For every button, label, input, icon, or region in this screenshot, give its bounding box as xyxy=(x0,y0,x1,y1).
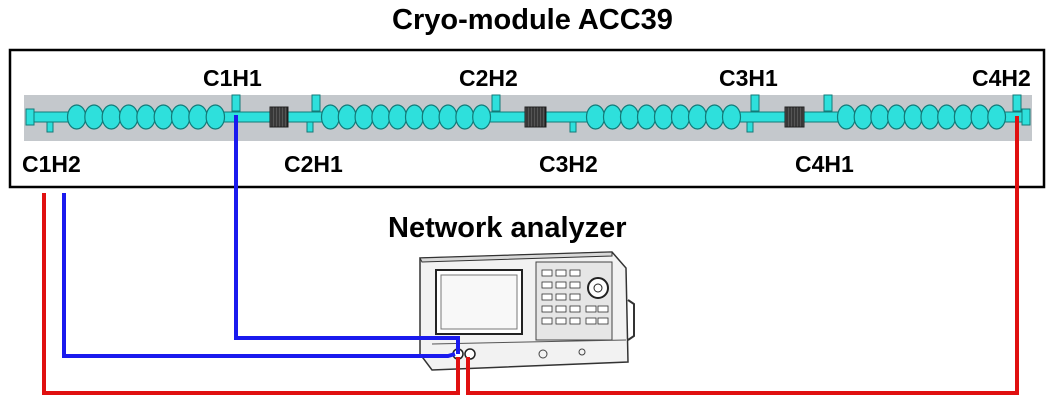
cavity-cell xyxy=(853,104,873,130)
cavity-cell xyxy=(970,104,990,130)
cavity-cell xyxy=(153,104,174,130)
cavity-cell xyxy=(870,104,890,130)
port-label-c4h2: C4H2 xyxy=(972,65,1031,91)
hom-stub xyxy=(491,94,501,112)
hom-stub xyxy=(46,121,54,133)
cavity-cell xyxy=(472,104,492,130)
cavity-cell xyxy=(170,104,191,130)
cavity-cell xyxy=(404,104,424,130)
cavity-cell xyxy=(337,104,357,130)
bellows xyxy=(784,106,805,128)
network-analyzer-icon xyxy=(419,251,635,371)
cavity-cell xyxy=(670,104,691,130)
port-label-c1h1: C1H1 xyxy=(203,65,262,91)
cavity-cell xyxy=(101,104,122,130)
cavity-cell xyxy=(118,104,139,130)
end-cap xyxy=(1021,108,1031,126)
cavity-cell xyxy=(721,104,742,130)
cavity-cell xyxy=(602,104,623,130)
cavity-cell xyxy=(636,104,657,130)
cavity-cell xyxy=(188,104,208,130)
analyzer-title: Network analyzer xyxy=(388,212,627,244)
cavity-cell xyxy=(136,104,156,130)
red-cable-c4h2 xyxy=(466,116,1019,395)
cavity-cell xyxy=(205,104,226,130)
cavity-cell xyxy=(887,104,906,130)
cavity-cell xyxy=(953,104,973,130)
bellows xyxy=(269,106,289,128)
cavity-cell xyxy=(704,104,725,130)
cavity-cell xyxy=(371,104,391,130)
cavity-cell xyxy=(836,104,856,130)
port-label-c3h2: C3H2 xyxy=(539,151,598,177)
hom-stub xyxy=(311,94,321,112)
cavity-cell xyxy=(455,104,475,130)
cavity-cell xyxy=(937,104,957,130)
cavity-cell xyxy=(920,104,940,130)
cavity-cell xyxy=(585,104,606,130)
port-label-c2h2: C2H2 xyxy=(459,65,518,91)
cavity-cell xyxy=(66,104,87,130)
cavity-cell xyxy=(388,104,408,130)
hom-stub xyxy=(306,121,314,133)
hom-stub xyxy=(750,94,760,112)
blue-cable-c1h2 xyxy=(62,193,456,358)
red-cable-c1h2 xyxy=(42,193,460,395)
cavity-cell xyxy=(687,104,708,130)
cavity-cell xyxy=(438,104,458,130)
end-cap xyxy=(25,108,35,126)
port-label-c4h1: C4H1 xyxy=(795,151,854,177)
cavity-cell xyxy=(320,104,340,130)
cavity-cell xyxy=(903,104,923,130)
hom-stub xyxy=(569,121,577,133)
cavity-cell xyxy=(619,104,640,130)
port-label-c2h1: C2H1 xyxy=(284,151,343,177)
cavity-cell xyxy=(354,104,374,130)
port-label-c3h1: C3H1 xyxy=(719,65,778,91)
hom-stub xyxy=(746,121,754,133)
diagram-title: Cryo-module ACC39 xyxy=(392,4,673,36)
hom-stub xyxy=(1012,94,1022,112)
cavity-cell xyxy=(84,104,104,130)
cavity-cell xyxy=(653,104,674,130)
port-label-c1h2: C1H2 xyxy=(22,151,81,177)
hom-stub xyxy=(823,94,833,112)
hom-stub xyxy=(231,94,241,112)
cavity-cell xyxy=(987,104,1007,130)
cavity-string xyxy=(25,94,1031,133)
cryomodule-frame xyxy=(8,48,1046,189)
blue-cable-c1h1 xyxy=(234,115,460,354)
cavity-cell xyxy=(421,104,441,130)
